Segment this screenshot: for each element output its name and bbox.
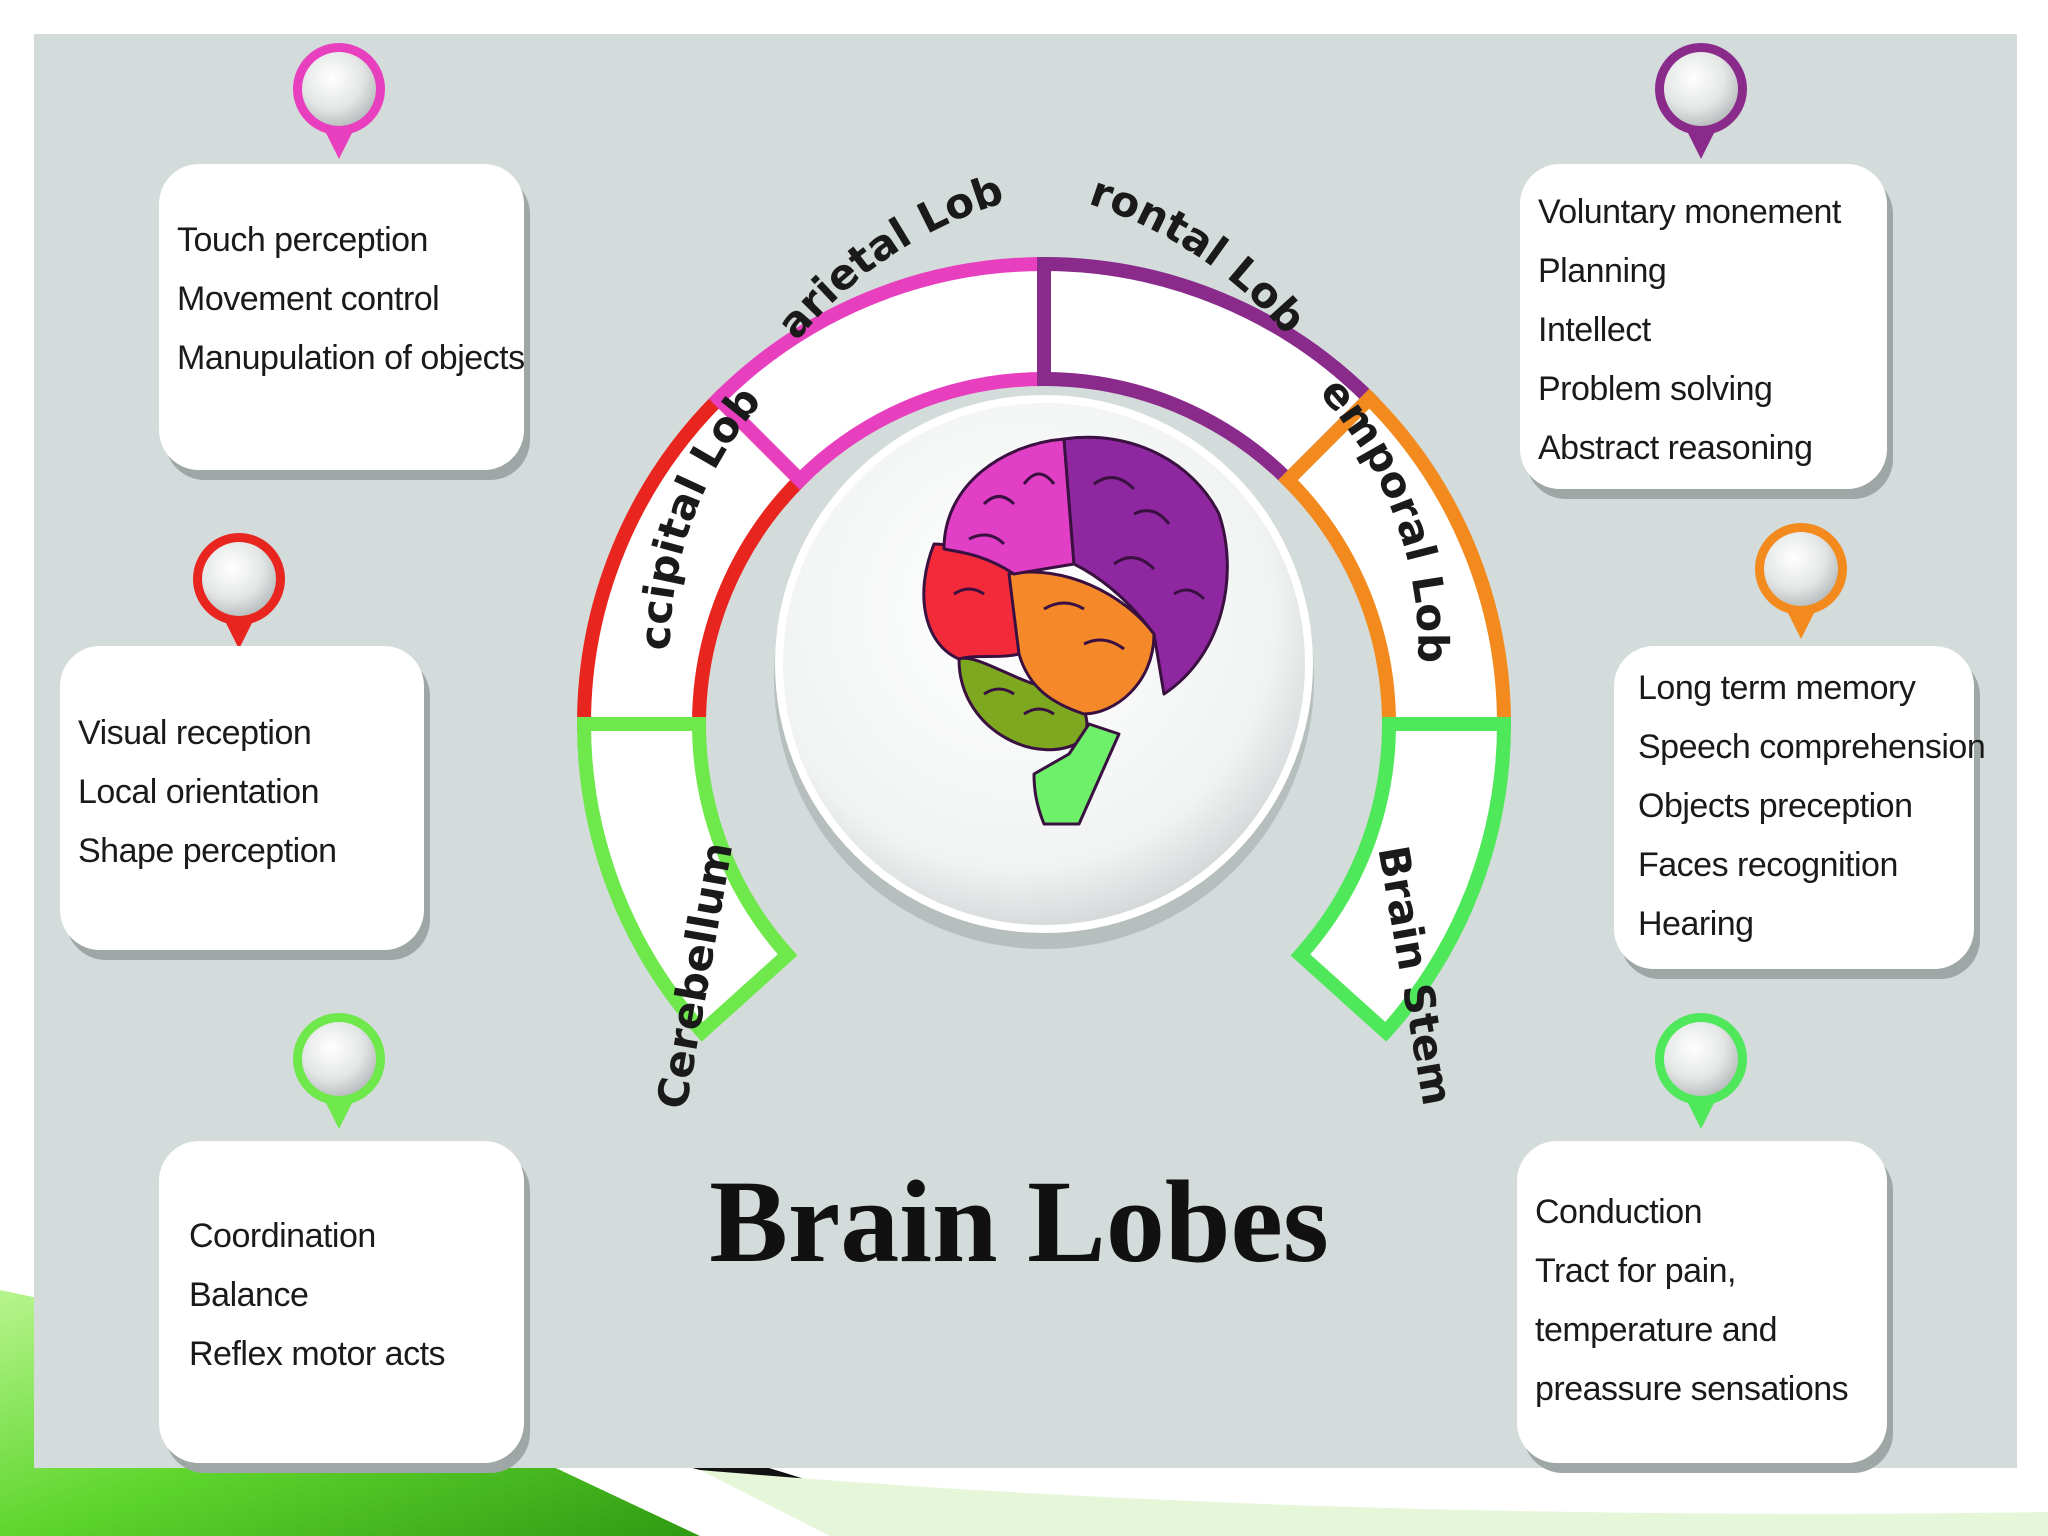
function-item: Speech comprehension (1638, 728, 1986, 766)
function-item: Objects preception (1638, 787, 1913, 825)
function-item: Movement control (177, 280, 440, 318)
function-item: Conduction (1535, 1193, 1703, 1231)
function-item: Abstract reasoning (1538, 429, 1813, 467)
function-item: Manupulation of objects (177, 339, 525, 377)
function-item: Visual reception (78, 714, 312, 752)
function-item: Intellect (1538, 311, 1651, 349)
function-item: Planning (1538, 252, 1667, 290)
function-item: Touch perception (177, 221, 428, 259)
function-item: Local orientation (78, 773, 320, 811)
cerebellum-functions-card: Coordination Balance Reflex motor acts (159, 1141, 524, 1463)
temporal-pin-icon (1755, 523, 1847, 639)
diagram-title: Brain Lobes (709, 1156, 1329, 1287)
function-item: Reflex motor acts (189, 1335, 446, 1373)
parietal-pin-icon (293, 43, 385, 159)
function-item: Tract for pain, (1535, 1252, 1736, 1290)
function-item: Long term memory (1638, 669, 1916, 707)
lobe-arc (576, 256, 1512, 1042)
function-item: Shape perception (78, 832, 337, 870)
cerebellum-pin-icon (293, 1013, 385, 1129)
pins (193, 43, 1847, 1129)
function-item: Balance (189, 1276, 309, 1314)
function-item: Voluntary monement (1538, 193, 1841, 231)
occipital-functions-card: Visual reception Local orientation Shape… (60, 646, 424, 950)
occipital-pin-icon (193, 533, 285, 649)
function-item: Problem solving (1538, 370, 1773, 408)
temporal-functions-card: Long term memory Speech comprehension Ob… (1614, 646, 1986, 969)
cerebellum-segment (576, 717, 798, 1042)
light-swoosh (700, 1470, 2048, 1536)
function-item: temperature and (1535, 1311, 1778, 1349)
parietal-functions-card: Touch perception Movement control Manupu… (159, 164, 525, 470)
function-item: Hearing (1638, 905, 1754, 943)
function-item: Coordination (189, 1217, 376, 1255)
brain-stem-pin-icon (1655, 1013, 1747, 1129)
brain-stem-functions-card: Conduction Tract for pain, temperature a… (1517, 1141, 1887, 1463)
function-item: preassure sensations (1535, 1370, 1849, 1408)
brain-stem-segment (1290, 717, 1512, 1042)
function-item: Faces recognition (1638, 846, 1898, 884)
diagram-panel: Parietal Lobe Frontal Lobe Occipital Lob… (34, 34, 2017, 1468)
frontal-functions-card: Voluntary monement Planning Intellect Pr… (1520, 164, 1887, 489)
frontal-pin-icon (1655, 43, 1747, 159)
brain-illustration-icon (922, 435, 1229, 826)
